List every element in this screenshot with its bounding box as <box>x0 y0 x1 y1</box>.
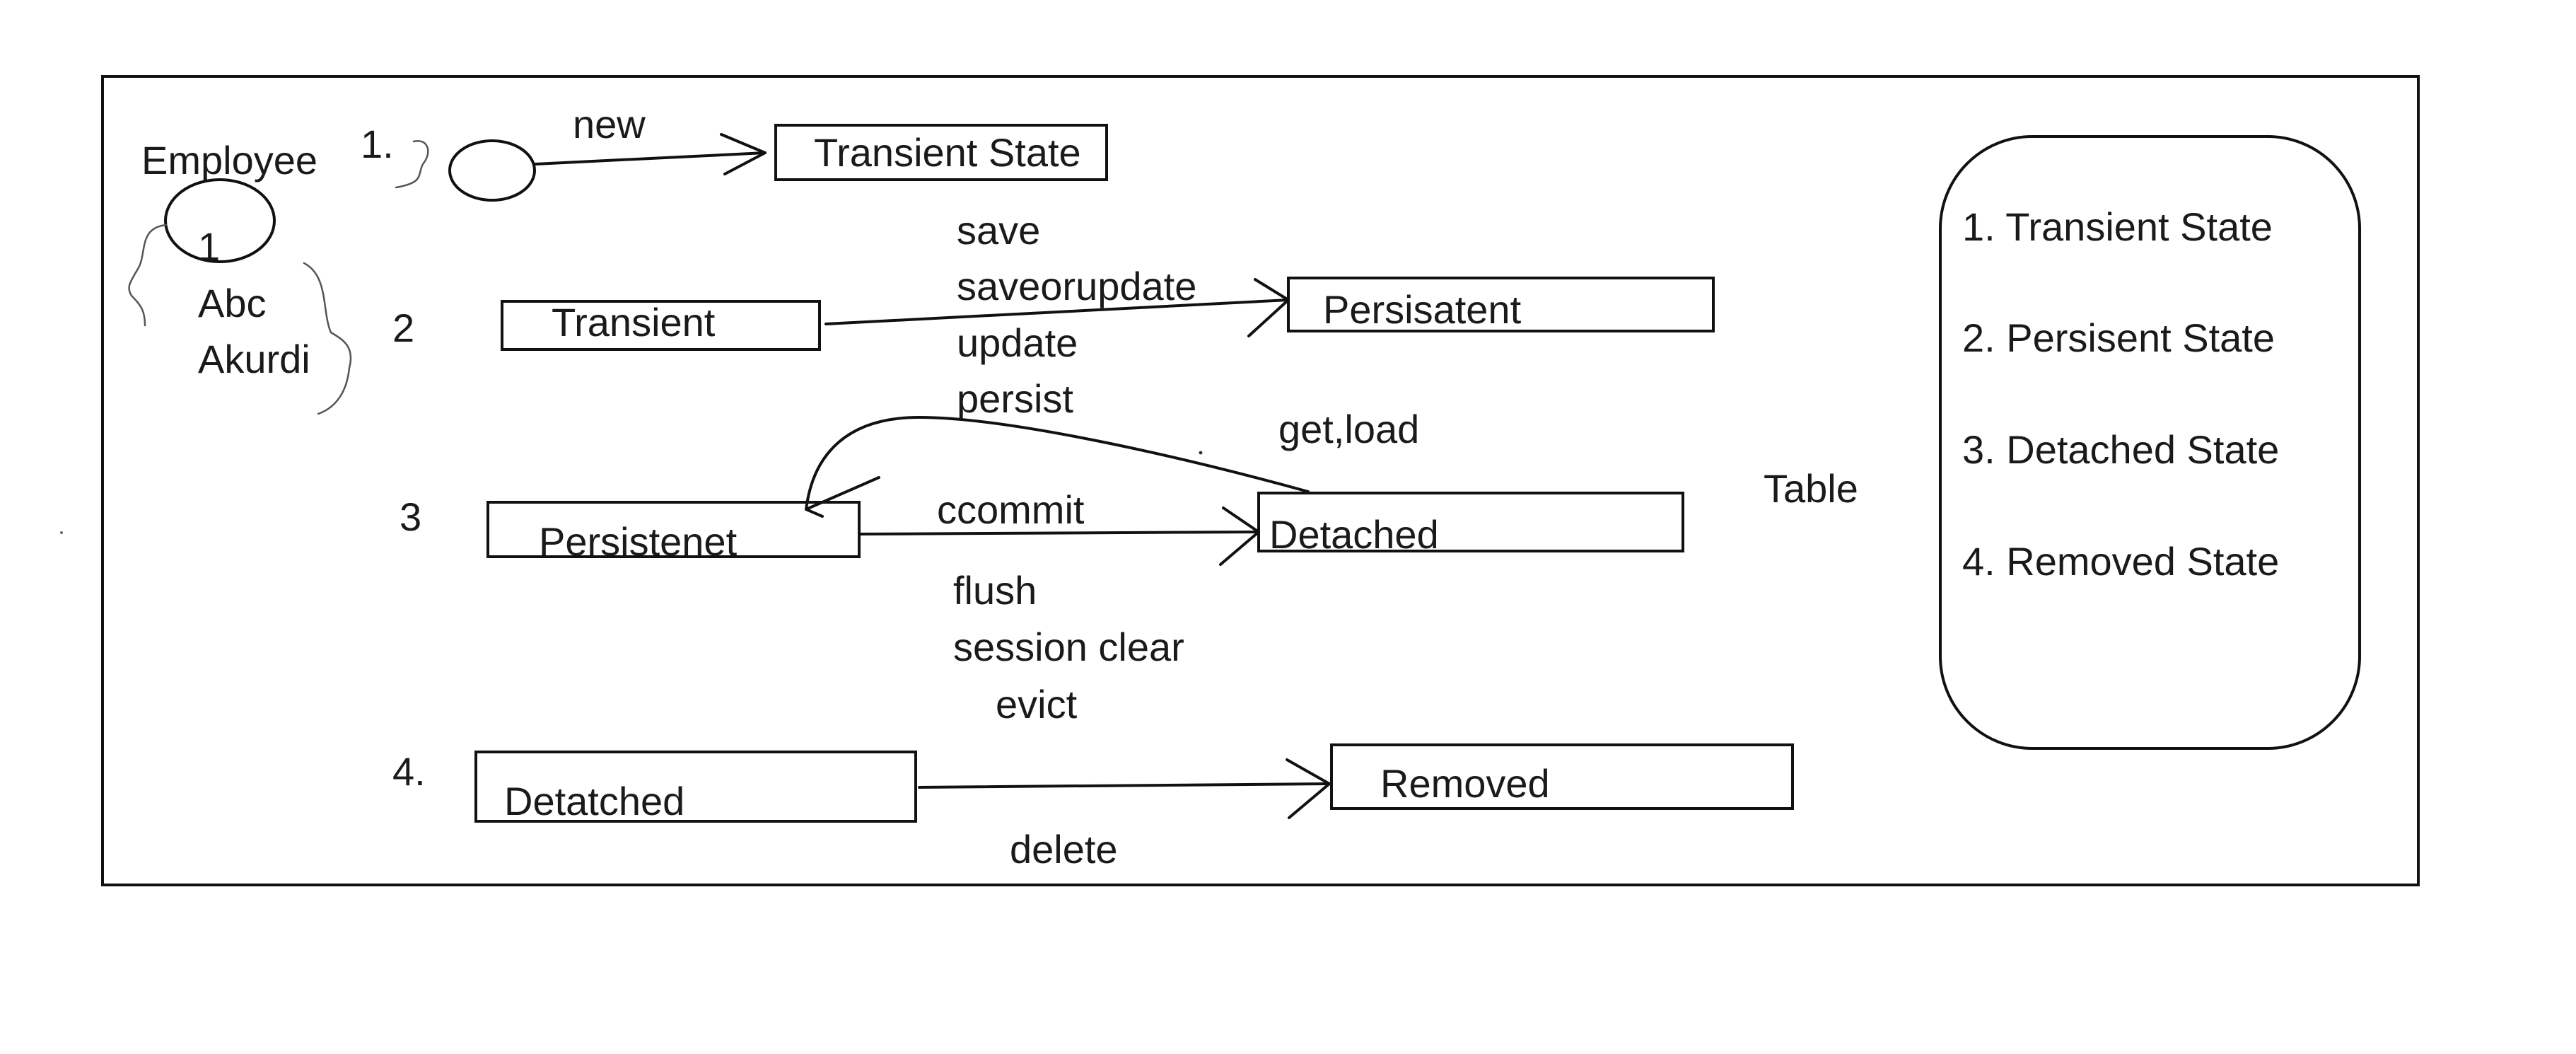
states-list-item-3: 3. Detached State <box>1962 427 2279 472</box>
get-load-label: get,load <box>1278 407 1419 451</box>
stray-dot-2 <box>60 531 63 534</box>
persistent-box-label: Persisatent <box>1323 287 1522 332</box>
row-3-arrowhead <box>1219 506 1260 566</box>
removed-box <box>1330 743 1794 810</box>
transient-box-label: Transient <box>552 300 716 344</box>
row-1-number: 1. <box>361 122 394 166</box>
row-2-method-4: persist <box>957 376 1073 421</box>
transient-state-box <box>774 124 1108 181</box>
row-2: 2 Transient save saveorupdate update per… <box>392 208 1715 421</box>
row-3-arrow <box>858 531 1260 535</box>
detatched-box-label: Detatched <box>504 779 684 823</box>
row-4-number: 4. <box>392 749 426 794</box>
states-list-item-4: 4. Removed State <box>1962 539 2279 584</box>
row-1-squiggle <box>395 139 429 189</box>
detached-box <box>1257 492 1684 552</box>
get-load-arrowhead <box>805 476 880 518</box>
states-list-item-2: 2. Persisent State <box>1962 315 2275 360</box>
removed-box-label: Removed <box>1380 761 1550 806</box>
transient-state-label: Transient State <box>814 130 1081 175</box>
row-3-method-2: flush <box>953 568 1037 613</box>
row-4-method: delete <box>1010 827 1118 871</box>
row-4: 4. Detatched delete Removed <box>392 743 1794 871</box>
row-1-arrow <box>533 151 767 166</box>
row-1: 1. new Transient State <box>361 102 1108 202</box>
employee-title: Employee <box>141 138 317 183</box>
row-2-arrowhead <box>1247 278 1290 337</box>
row-2-method-1: save <box>957 208 1040 253</box>
row-4-arrow <box>918 782 1331 789</box>
states-list-frame <box>1939 135 2361 750</box>
row-2-method-2: saveorupdate <box>957 264 1196 308</box>
right-brace <box>303 262 352 415</box>
employee-city: Akurdi <box>198 337 310 381</box>
states-list-item-1: 1. Transient State <box>1962 204 2273 249</box>
row-2-arrow <box>824 299 1290 325</box>
row-3: 3 Persistenet ccommit flush session clea… <box>400 407 1684 726</box>
get-load-arrow <box>805 416 1310 511</box>
persistent-box <box>1287 277 1715 332</box>
detatched-box <box>474 751 917 823</box>
table-label: Table <box>1764 466 1858 511</box>
persistent-box-2-label: Persistenet <box>539 519 738 564</box>
row-4-arrowhead <box>1286 758 1331 819</box>
row-3-method-4: evict <box>996 682 1078 726</box>
employee-name: Abc <box>198 281 267 325</box>
row-1-method: new <box>573 102 646 146</box>
employee-id: 1 <box>198 224 220 269</box>
row-3-method-1: ccommit <box>937 487 1085 532</box>
detached-box-label: Detached <box>1269 512 1439 557</box>
row-2-method-3: update <box>957 320 1078 365</box>
employee-entity: Employee 1 Abc Akurdi <box>128 138 352 415</box>
transient-box <box>501 300 821 351</box>
persistent-box-2 <box>486 501 861 558</box>
row-2-number: 2 <box>392 306 414 350</box>
row-3-number: 3 <box>400 494 421 539</box>
outer-frame <box>101 75 2420 886</box>
new-object-circle <box>448 139 536 202</box>
row-1-arrowhead <box>720 133 767 175</box>
left-brace <box>128 224 168 327</box>
employee-object-circle <box>164 178 276 263</box>
row-3-method-3: session clear <box>953 625 1184 669</box>
stray-dot-1 <box>1199 451 1203 455</box>
states-list: 1. Transient State 2. Persisent State 3.… <box>1939 135 2361 750</box>
